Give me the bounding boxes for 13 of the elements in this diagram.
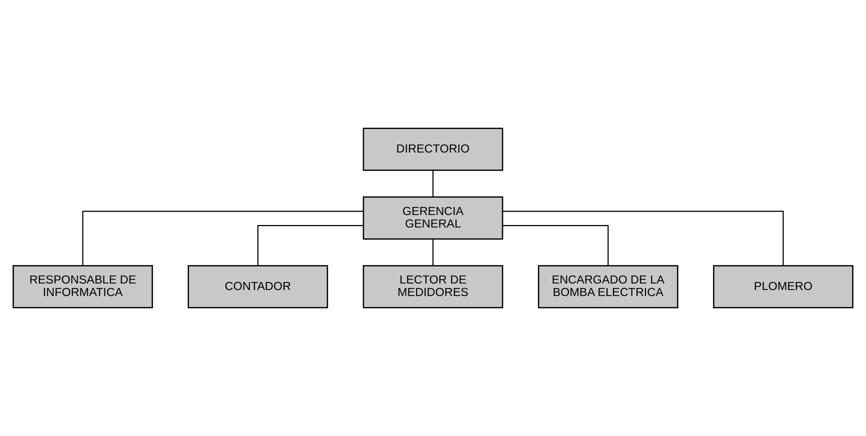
connector bbox=[257, 225, 364, 266]
node-box: RESPONSABLE DE INFORMATICA bbox=[12, 265, 153, 308]
connector bbox=[432, 170, 434, 197]
connector bbox=[432, 239, 434, 266]
node-box: ENCARGADO DE LA BOMBA ELECTRICA bbox=[538, 265, 678, 308]
node-box: CONTADOR bbox=[188, 265, 328, 308]
connector bbox=[502, 225, 609, 266]
node-box: PLOMERO bbox=[713, 265, 854, 308]
node-box: GERENCIA GENERAL bbox=[362, 196, 504, 240]
connector bbox=[82, 210, 364, 266]
node-box: DIRECTORIO bbox=[362, 128, 504, 171]
connector bbox=[502, 210, 784, 266]
node-box: LECTOR DE MEDIDORES bbox=[362, 265, 504, 308]
